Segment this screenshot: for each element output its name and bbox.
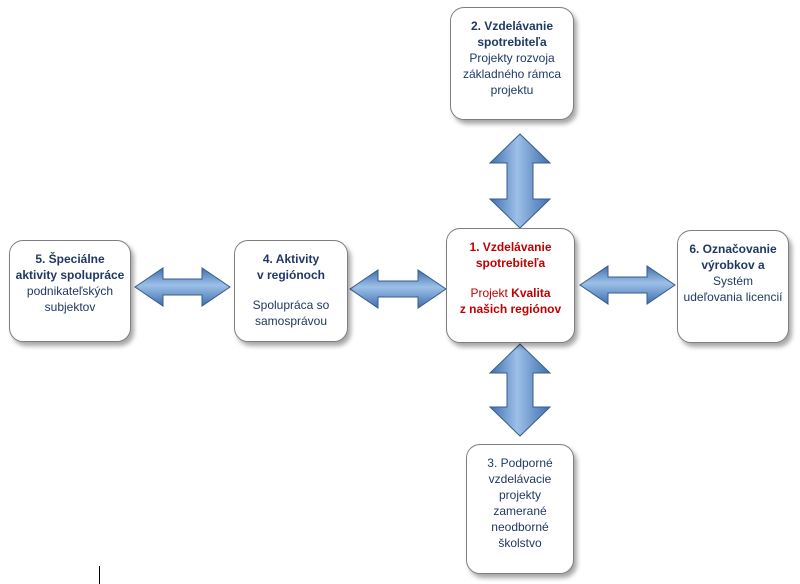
node-left-mid-body-1: Spolupráca so xyxy=(252,298,330,312)
node-left-far-title-2: aktivity spolupráce xyxy=(15,268,125,282)
arrow-right-horizontal xyxy=(579,265,676,305)
node-bottom-line-1: 3. Podporné xyxy=(487,456,553,470)
node-center-body-bold-2: z našich regiónov xyxy=(459,302,562,316)
node-center-body-prefix: Projekt xyxy=(470,286,512,300)
node-bottom-line-3: projekty xyxy=(498,488,542,502)
node-right-body-1: Systém xyxy=(712,274,753,288)
arrow-top-vertical xyxy=(488,133,552,229)
node-right-body-2: udeľovania licencií xyxy=(683,290,783,304)
node-center-body-bold-1: Kvalita xyxy=(511,286,551,300)
node-top-body-1: Projekty rozvoja xyxy=(469,51,555,65)
node-top: 2. Vzdelávanie spotrebiteľa Projekty roz… xyxy=(450,7,574,120)
node-left-mid: 4. Aktivity v regiónoch Spolupráca so sa… xyxy=(234,240,348,342)
text-cursor xyxy=(99,566,100,584)
node-top-title-2: spotrebiteľa xyxy=(477,35,547,49)
node-right: 6. Označovanie výrobkov a Systém udeľova… xyxy=(677,230,789,343)
node-center-title-2: spotrebiteľa xyxy=(475,256,546,270)
node-left-mid-title-2: v regiónoch xyxy=(256,268,325,282)
node-center: 1. Vzdelávanie spotrebiteľa Projekt Kval… xyxy=(446,228,575,343)
arrow-left-mid-horizontal xyxy=(349,269,447,309)
node-top-body-2: základného rámca xyxy=(462,67,562,81)
node-left-far: 5. Špeciálne aktivity spolupráce podnika… xyxy=(9,240,131,342)
node-bottom-line-5: neodborné xyxy=(491,520,549,534)
node-top-body-3: projektu xyxy=(490,83,534,97)
arrow-bottom-vertical xyxy=(488,343,552,437)
node-left-mid-title-1: 4. Aktivity xyxy=(262,252,320,266)
node-left-mid-body-2: samosprávou xyxy=(254,314,328,328)
node-right-title-2: výrobkov a xyxy=(701,258,765,272)
node-bottom-line-4: zamerané xyxy=(493,504,547,518)
node-left-far-body-1: podnikateľských xyxy=(26,284,114,298)
arrow-left-far-horizontal xyxy=(134,267,231,307)
node-right-title-1: 6. Označovanie xyxy=(689,242,777,256)
node-bottom: 3. Podporné vzdelávacie projekty zameran… xyxy=(466,444,574,574)
node-center-title-1: 1. Vzdelávanie xyxy=(469,240,552,254)
node-top-title-1: 2. Vzdelávanie xyxy=(470,19,554,33)
node-bottom-line-2: vzdelávacie xyxy=(488,472,552,486)
node-bottom-line-6: školstvo xyxy=(498,536,542,550)
node-left-far-body-2: subjektov xyxy=(44,300,96,314)
node-center-body-1: Projekt Kvalita xyxy=(447,285,574,301)
node-left-far-title-1: 5. Špeciálne xyxy=(35,252,105,266)
